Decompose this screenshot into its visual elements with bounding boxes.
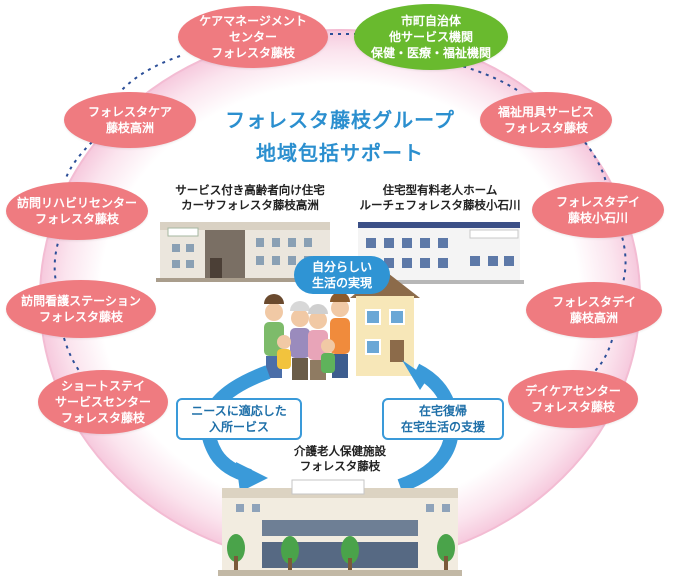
- node-municipal: 市町自治体 他サービス機関 保健・医療・福祉機関: [354, 4, 508, 70]
- node-care-management: ケアマネージメント センター フォレスタ藤枝: [178, 6, 328, 68]
- node-forestacare-takasu: フォレスタケア 藤枝高洲: [64, 92, 196, 148]
- node-daycare-center: デイケアセンター フォレスタ藤枝: [508, 370, 638, 428]
- casa-building-graphic: [156, 222, 334, 282]
- node-visit-rehab: 訪問リハビリセンター フォレスタ藤枝: [6, 182, 148, 240]
- title-line1: フォレスタ藤枝グループ: [225, 108, 455, 132]
- center-goal-bubble: 自分らしい 生活の実現: [294, 256, 390, 294]
- diagram-title: フォレスタ藤枝グループ 地域包括サポート: [210, 104, 470, 166]
- admission-service-box: ニースに適応した 入所ービス: [176, 398, 302, 440]
- family-graphic: [264, 292, 350, 380]
- luce-building-label: 住宅型有料老人ホーム ルーチェフォレスタ藤枝小石川: [359, 183, 521, 212]
- casa-building-label: サービス付き高齢者向け住宅 カーサフォレスタ藤枝高洲: [175, 183, 325, 212]
- node-welfare-equipment: 福祉用具サービス フォレスタ藤枝: [480, 92, 612, 148]
- node-forestaday-koishikawa: フォレスタデイ 藤枝小石川: [532, 182, 664, 238]
- main-facility-graphic: [218, 479, 462, 576]
- node-forestaday-takasu: フォレスタデイ 藤枝高洲: [526, 282, 662, 338]
- home-return-support-box: 在宅復帰 在宅生活の支援: [382, 398, 504, 440]
- title-line2: 地域包括サポート: [256, 141, 424, 165]
- node-short-stay: ショートステイ サービスセンター フォレスタ藤枝: [38, 370, 168, 434]
- main-facility-label: 介護老人保健施設 フォレスタ藤枝: [294, 444, 386, 473]
- node-visit-nursing: 訪問看護ステーション フォレスタ藤枝: [6, 280, 156, 338]
- left-cycle-arrow: [201, 365, 271, 483]
